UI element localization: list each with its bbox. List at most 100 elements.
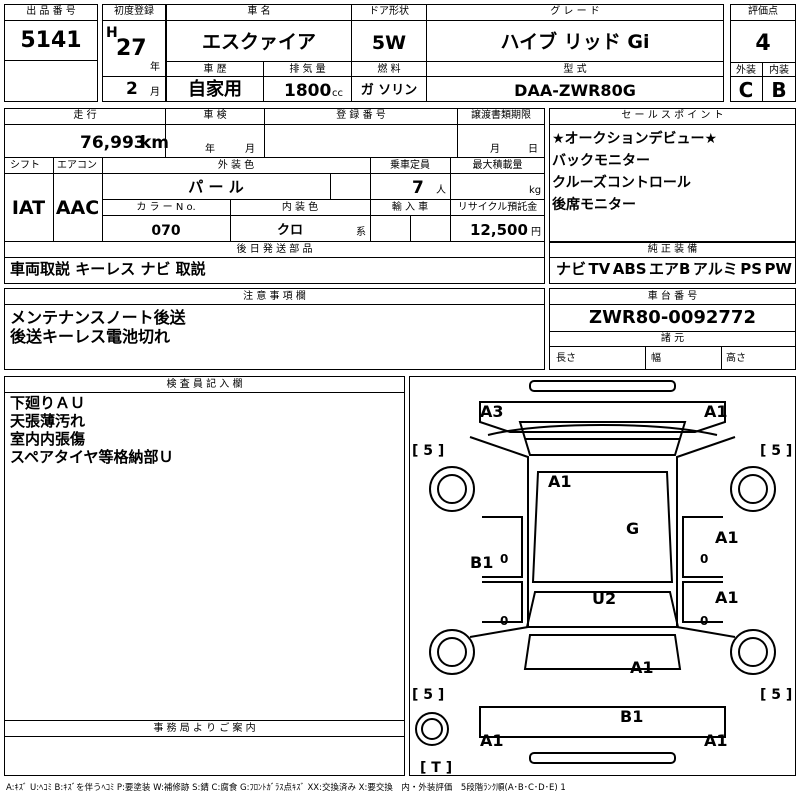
equipment-label: 純 正 装 備 xyxy=(647,244,698,255)
damage-mark: A1 xyxy=(715,588,739,607)
lot-number: 5141 xyxy=(20,28,82,53)
equipment-item: ABS xyxy=(612,260,647,278)
interior-color-unit: 系 xyxy=(356,227,366,238)
spare-tire-mark: [ T ] xyxy=(420,760,452,775)
shift-label: シフト xyxy=(10,160,40,171)
equipment-item: TV xyxy=(588,260,611,278)
fuel-label: 燃 料 xyxy=(377,64,401,75)
era-mark: H xyxy=(106,25,118,41)
height-label: 高さ xyxy=(726,353,746,364)
displacement: 1800 xyxy=(284,81,332,101)
damage-mark: B1 xyxy=(470,553,493,572)
notes-box xyxy=(4,288,545,370)
model-code: DAA-ZWR80G xyxy=(514,81,636,100)
office-label: 事 務 局 よ り ご 案 内 xyxy=(153,723,256,734)
tire-tread: [ 5 ] xyxy=(412,443,444,459)
color-no-label: カ ラ ー N o. xyxy=(136,202,196,213)
damage-mark: A1 xyxy=(548,472,572,491)
ac-type: AAC xyxy=(55,197,100,219)
inspector-note: 下廻りＡＵ xyxy=(10,394,86,412)
inspector-box xyxy=(4,376,405,776)
ac-label: エアコン xyxy=(57,160,97,171)
transfer-month-unit: 月 xyxy=(490,144,500,155)
chassis-box xyxy=(549,288,796,370)
notes-label: 注 意 事 項 欄 xyxy=(243,291,306,302)
damage-mark: B1 xyxy=(620,707,643,726)
recycle-label: リサイクル預託金 xyxy=(457,202,538,213)
width-label: 幅 xyxy=(651,353,661,364)
month-unit: 月 xyxy=(150,87,160,98)
later-parts-box xyxy=(4,241,545,284)
damage-mark: A1 xyxy=(630,658,654,677)
capacity-label: 乗車定員 xyxy=(390,160,430,171)
car-name: エスクァイア xyxy=(201,31,316,53)
exterior-color: パ ー ル xyxy=(188,178,244,196)
damage-mark: U2 xyxy=(592,589,616,608)
sales-point-item: クルーズコントロール xyxy=(552,175,691,191)
interior-color-label: 内 装 色 xyxy=(281,202,319,213)
color-number: 070 xyxy=(151,223,181,239)
yen-unit: 円 xyxy=(531,227,541,238)
equipment-list: ナビ TV ABS エアB アルミ PS PW xyxy=(556,262,792,277)
equipment-item: PS xyxy=(740,260,762,278)
recycle-fee: 12,500 xyxy=(470,221,528,239)
inspection-label: 車 検 xyxy=(203,110,227,121)
color-label: 外 装 色 xyxy=(217,160,255,171)
mileage: 76,993 xyxy=(80,133,146,153)
model-box xyxy=(426,61,724,102)
reg-number-label: 登 録 番 号 xyxy=(336,110,386,121)
capacity: 7 xyxy=(412,178,424,198)
score-box xyxy=(730,4,796,102)
registration-month: 2 xyxy=(126,79,138,99)
length-label: 長さ xyxy=(556,353,576,364)
inspector-note: スペアタイヤ等格納部Ｕ xyxy=(10,448,174,466)
import-label: 輸 入 車 xyxy=(391,202,429,213)
model-label: 型 式 xyxy=(563,64,587,75)
exterior-score: C xyxy=(738,78,754,102)
damage-mark: A1 xyxy=(715,528,739,547)
shift-type: IAT xyxy=(11,197,46,219)
score-label: 評価点 xyxy=(748,6,778,17)
usage-history: 自家用 xyxy=(188,79,242,100)
later-parts-label: 後 日 発 送 部 品 xyxy=(236,244,313,255)
exterior-label: 外装 xyxy=(736,65,756,76)
note-line: メンテナンスノート後送 xyxy=(10,308,186,327)
displacement-label: 排 気 量 xyxy=(289,64,326,75)
cc-unit: cc xyxy=(332,88,343,99)
transfer-day-unit: 日 xyxy=(528,144,538,155)
year-unit: 年 xyxy=(150,62,160,73)
door-label: ドア形状 xyxy=(369,6,409,17)
inspector-label: 検 査 員 記 入 欄 xyxy=(166,379,243,390)
tire-tread: [ 5 ] xyxy=(760,687,792,703)
dimensions-label: 諸 元 xyxy=(660,333,685,344)
kg-unit: kg xyxy=(529,185,542,196)
mileage-unit: km xyxy=(140,133,170,153)
equipment-item: PW xyxy=(764,260,792,278)
car-name-label: 車 名 xyxy=(247,6,271,17)
damage-mark: A1 xyxy=(704,402,728,421)
damage-diagram: A3 A1 A1 G B1 A1 U2 A1 A1 B1 A1 A1 [ 5 ]… xyxy=(409,376,796,776)
overall-score: 4 xyxy=(755,31,771,56)
person-unit: 人 xyxy=(436,185,446,196)
inspection-month-unit: 月 xyxy=(245,144,255,155)
inspection-year-unit: 年 xyxy=(205,144,215,155)
first-registration-label: 初度登録 xyxy=(114,6,154,17)
sales-points-label: セ ー ル ス ポ イ ン ト xyxy=(621,110,724,121)
interior-label: 内装 xyxy=(769,65,789,76)
equipment-item: アルミ xyxy=(692,260,738,278)
mileage-label: 走 行 xyxy=(73,110,97,121)
side-mark: 0 xyxy=(500,614,508,628)
door-type: 5W xyxy=(371,32,407,54)
sales-point-item: バックモニター xyxy=(552,153,650,169)
damage-legend: A:ｷｽﾞ U:ﾍｺﾐ B:ｷｽﾞを伴うﾍｺﾐ P:要塗装 W:補修跡 S:錆 … xyxy=(6,783,566,793)
registration-year: 27 xyxy=(116,36,147,61)
inspector-note: 室内内張傷 xyxy=(10,430,86,448)
damage-mark: A3 xyxy=(480,402,504,421)
side-mark: 0 xyxy=(500,552,508,566)
equipment-box xyxy=(549,241,796,284)
grade: ハイブ リッド Gi xyxy=(500,31,650,53)
lot-number-box xyxy=(4,4,98,102)
interior-score: B xyxy=(771,78,787,102)
equipment-item: ナビ xyxy=(556,260,587,278)
sales-points-box xyxy=(549,108,796,243)
